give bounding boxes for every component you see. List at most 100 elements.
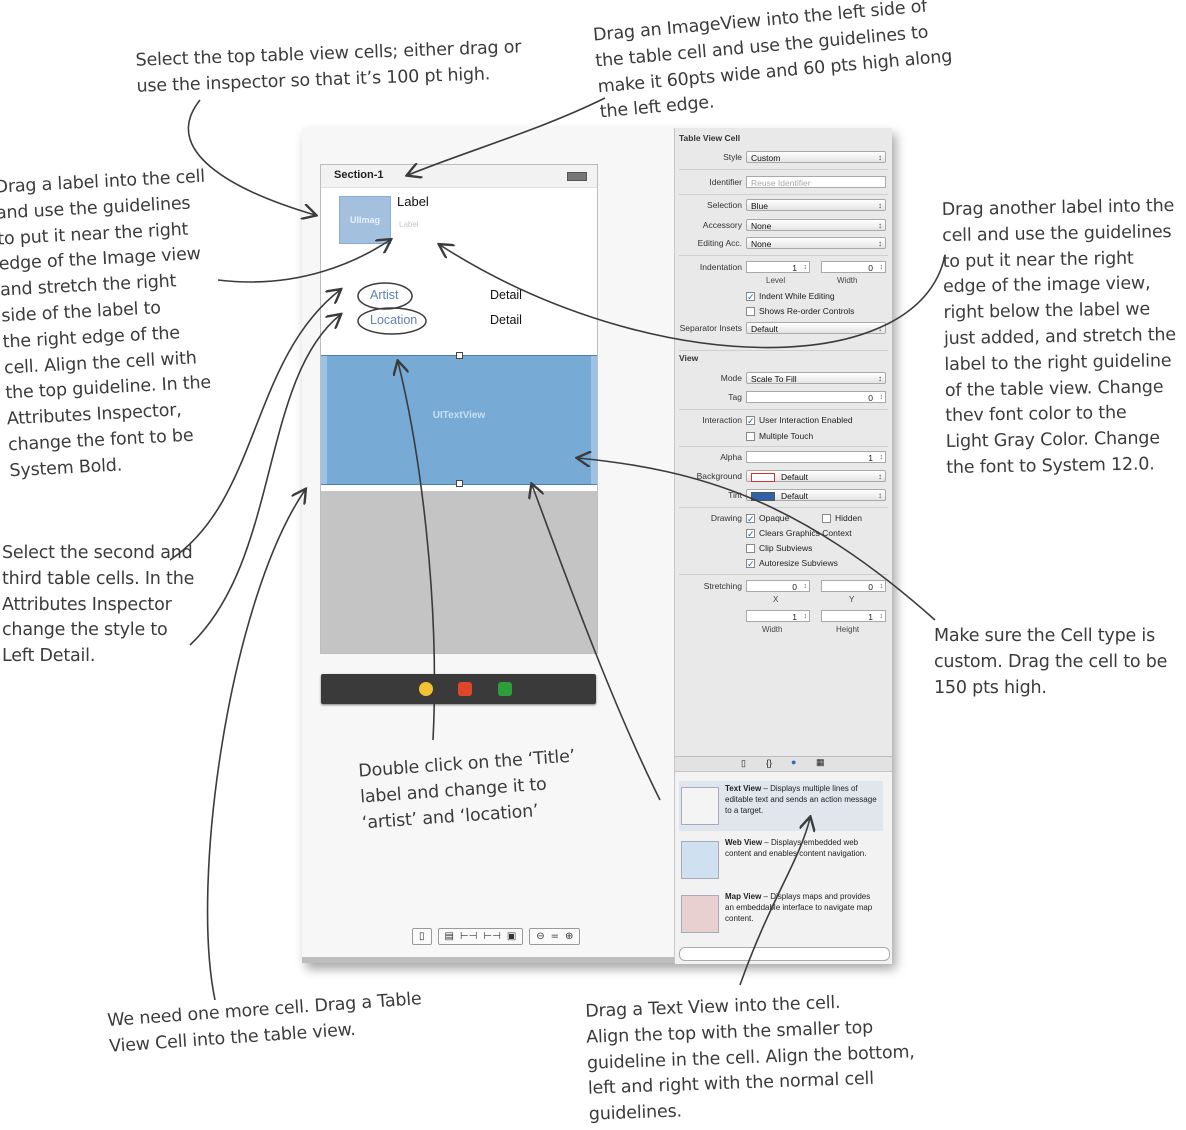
indent-level-stepper[interactable]: 1 bbox=[746, 261, 810, 274]
library-item-text-view[interactable]: Text View – Displays multiple lines of e… bbox=[679, 781, 883, 831]
view-controller-icon[interactable] bbox=[458, 682, 472, 696]
annotation-line: custom. Drag the cell to be bbox=[934, 651, 1168, 672]
x-caption: X bbox=[773, 595, 779, 604]
identifier-field[interactable]: Reuse Identifier bbox=[746, 176, 886, 188]
indent-while-editing-checkbox[interactable]: ✓Indent While Editing bbox=[746, 290, 835, 302]
code-snippet-tab-icon[interactable]: {} bbox=[766, 758, 773, 768]
storyboard-canvas[interactable]: Section-1 UIImag Label Label Artist Deta… bbox=[302, 128, 675, 963]
indent-width-stepper[interactable]: 0 bbox=[821, 261, 886, 274]
left-detail-cell-artist[interactable]: Artist Detail bbox=[370, 288, 522, 302]
image-view[interactable]: UIImag bbox=[339, 196, 391, 244]
cell-title-label[interactable]: Label bbox=[397, 194, 429, 209]
user-interaction-checkbox[interactable]: ✓User Interaction Enabled bbox=[746, 414, 853, 426]
zoom-out-icon[interactable]: ⊖ bbox=[536, 931, 545, 942]
object-library-tab-icon[interactable]: ● bbox=[791, 757, 797, 767]
zoom-in-icon[interactable]: ⊕ bbox=[565, 931, 574, 942]
stretch-y-stepper[interactable]: 0 bbox=[821, 580, 886, 593]
library-item-web-view[interactable]: Web View – Displays embedded web content… bbox=[679, 835, 883, 885]
cell-subtitle-label[interactable]: Label bbox=[399, 220, 419, 229]
resize-handle-bottom[interactable] bbox=[456, 480, 463, 487]
layout-buttons[interactable]: ▤ ⊢⊣ ⊢⊣ ▣ bbox=[437, 928, 524, 945]
zoom-fit-icon[interactable]: = bbox=[550, 931, 560, 942]
location-detail[interactable]: Detail bbox=[490, 313, 522, 327]
library-item-desc: – Displays multiple lines of editable te… bbox=[725, 784, 877, 815]
divider bbox=[679, 409, 888, 410]
style-row: Style Custom bbox=[675, 151, 892, 165]
selection-popup[interactable]: Blue bbox=[746, 199, 886, 212]
battery-icon bbox=[567, 172, 587, 181]
artist-label[interactable]: Artist bbox=[370, 288, 399, 302]
resize-handle-top[interactable] bbox=[456, 352, 463, 359]
opaque-checkbox[interactable]: ✓ Opaque bbox=[746, 512, 789, 524]
left-detail-cell-location[interactable]: Location Detail bbox=[370, 313, 522, 327]
text-view[interactable]: UITextView bbox=[321, 355, 597, 485]
annotation-label: Drag a label into the cell and use the g… bbox=[0, 165, 220, 485]
width-caption: Width bbox=[837, 276, 858, 285]
clip-subviews-label: Clip Subviews bbox=[759, 543, 813, 553]
alpha-stepper[interactable]: 1 bbox=[746, 451, 886, 464]
stretch-height-stepper[interactable]: 1 bbox=[821, 610, 886, 623]
annotation-line: of the table view. Change bbox=[944, 376, 1164, 401]
shows-reorder-label: Shows Re-order Controls bbox=[759, 306, 855, 316]
selection-label: Selection bbox=[707, 200, 742, 210]
library-filter-field[interactable] bbox=[679, 947, 890, 961]
editing-accessory-popup[interactable]: None bbox=[746, 237, 886, 250]
resolve-icon[interactable]: ⊢⊣ bbox=[483, 931, 501, 942]
autoresize-checkbox[interactable]: ✓Autoresize Subviews bbox=[746, 557, 838, 569]
identifier-label: Identifier bbox=[709, 177, 742, 187]
tag-row: Tag 0 bbox=[675, 391, 892, 405]
clears-graphics-checkbox[interactable]: ✓Clears Graphics Context bbox=[746, 527, 852, 539]
stretch-width-stepper[interactable]: 1 bbox=[746, 610, 810, 623]
hidden-checkbox[interactable]: Hidden bbox=[822, 512, 862, 524]
web-view-icon bbox=[681, 841, 719, 879]
annotation-line: to put it near the right bbox=[942, 248, 1134, 272]
library-item-map-view[interactable]: Map View – Displays maps and provides an… bbox=[679, 889, 883, 939]
media-library-tab-icon[interactable]: ▦ bbox=[816, 757, 825, 767]
annotation-imageview: Drag an ImageView into the left side of … bbox=[592, 0, 955, 126]
navigation-bar: Section-1 bbox=[321, 165, 597, 188]
annotation-line: right below the label we bbox=[943, 299, 1151, 324]
style-popup[interactable]: Custom bbox=[746, 151, 886, 164]
tint-popup[interactable]: Default bbox=[746, 489, 886, 502]
multiple-touch-checkbox[interactable]: Multiple Touch bbox=[746, 430, 813, 442]
checkmark-icon: ✓ bbox=[746, 514, 755, 525]
object-library: ▯ {} ● ▦ Text View – Displays multiple l… bbox=[675, 756, 892, 964]
mode-row: Mode Scale To Fill bbox=[675, 372, 892, 386]
annotation-line: Attributes Inspector bbox=[2, 594, 172, 615]
artist-detail[interactable]: Detail bbox=[490, 288, 522, 302]
stretching-row: Stretching 0 0 bbox=[675, 580, 892, 594]
shows-reorder-checkbox[interactable]: Shows Re-order Controls bbox=[746, 305, 854, 317]
first-responder-icon[interactable] bbox=[419, 682, 433, 696]
resize-icon[interactable]: ▣ bbox=[506, 931, 517, 942]
height-caption: Height bbox=[836, 625, 860, 634]
stretching-label: Stretching bbox=[703, 581, 742, 591]
multiple-touch-label: Multiple Touch bbox=[759, 431, 814, 441]
separator-popup[interactable]: Default bbox=[746, 322, 886, 335]
mode-popup[interactable]: Scale To Fill bbox=[746, 372, 886, 385]
exit-icon[interactable] bbox=[498, 682, 512, 696]
library-item-text: Text View – Displays multiple lines of e… bbox=[725, 783, 877, 816]
zoom-buttons[interactable]: ⊖ = ⊕ bbox=[529, 928, 581, 945]
file-template-tab-icon[interactable]: ▯ bbox=[741, 758, 746, 768]
background-popup[interactable]: Default bbox=[746, 470, 886, 483]
clip-subviews-checkbox[interactable]: Clip Subviews bbox=[746, 542, 812, 554]
location-label[interactable]: Location bbox=[370, 313, 418, 327]
pin-icon[interactable]: ⊢⊣ bbox=[459, 931, 478, 942]
style-label: Style bbox=[723, 152, 742, 162]
align-icon[interactable]: ▤ bbox=[444, 931, 454, 942]
alpha-row: Alpha 1 bbox=[675, 451, 892, 465]
annotation-line: edge of the image view, bbox=[942, 273, 1151, 298]
level-caption: Level bbox=[766, 276, 786, 285]
document-outline-button[interactable]: ▯ bbox=[412, 928, 432, 945]
tag-stepper[interactable]: 0 bbox=[746, 391, 886, 404]
tag-label: Tag bbox=[728, 392, 742, 402]
table-view-scene[interactable]: Section-1 UIImag Label Label Artist Deta… bbox=[320, 164, 598, 654]
stretch-x-stepper[interactable]: 0 bbox=[746, 580, 810, 593]
background-value: Default bbox=[781, 472, 808, 482]
textview-label: UITextView bbox=[432, 410, 486, 421]
checkmark-icon: ✓ bbox=[746, 529, 755, 540]
editing-accessory-row: Editing Acc. None bbox=[675, 237, 892, 251]
opaque-label: Opaque bbox=[759, 513, 790, 523]
horizontal-scrollbar[interactable] bbox=[302, 957, 674, 963]
accessory-popup[interactable]: None bbox=[746, 219, 886, 232]
